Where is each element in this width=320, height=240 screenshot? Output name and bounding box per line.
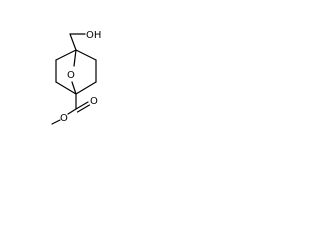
hydroxyl-label: OH [86,30,101,41]
bond-c4-ch2-bridge [73,49,77,67]
bond-oxygen-c1 [71,81,77,95]
bond-c4-c-left-top [55,49,77,61]
bond-right-bottom-c1 [75,81,97,95]
bond-carbonyl-double-b [76,104,91,113]
molecule-structure-diagram: OH O O O [51,30,101,125]
bond-ester-o-methyl [51,119,61,125]
ring-oxygen-label: O [67,70,75,81]
carbonyl-oxygen-label: O [90,96,98,107]
bond-c4-c-right-top [75,49,97,61]
bond-c4-ch2 [69,33,77,51]
bond-carbonyl-c-ester-o [67,108,77,115]
ester-oxygen-label: O [60,113,68,124]
bond-carbonyl-double-a [75,101,89,110]
bond-left-bottom-c1 [55,81,77,95]
